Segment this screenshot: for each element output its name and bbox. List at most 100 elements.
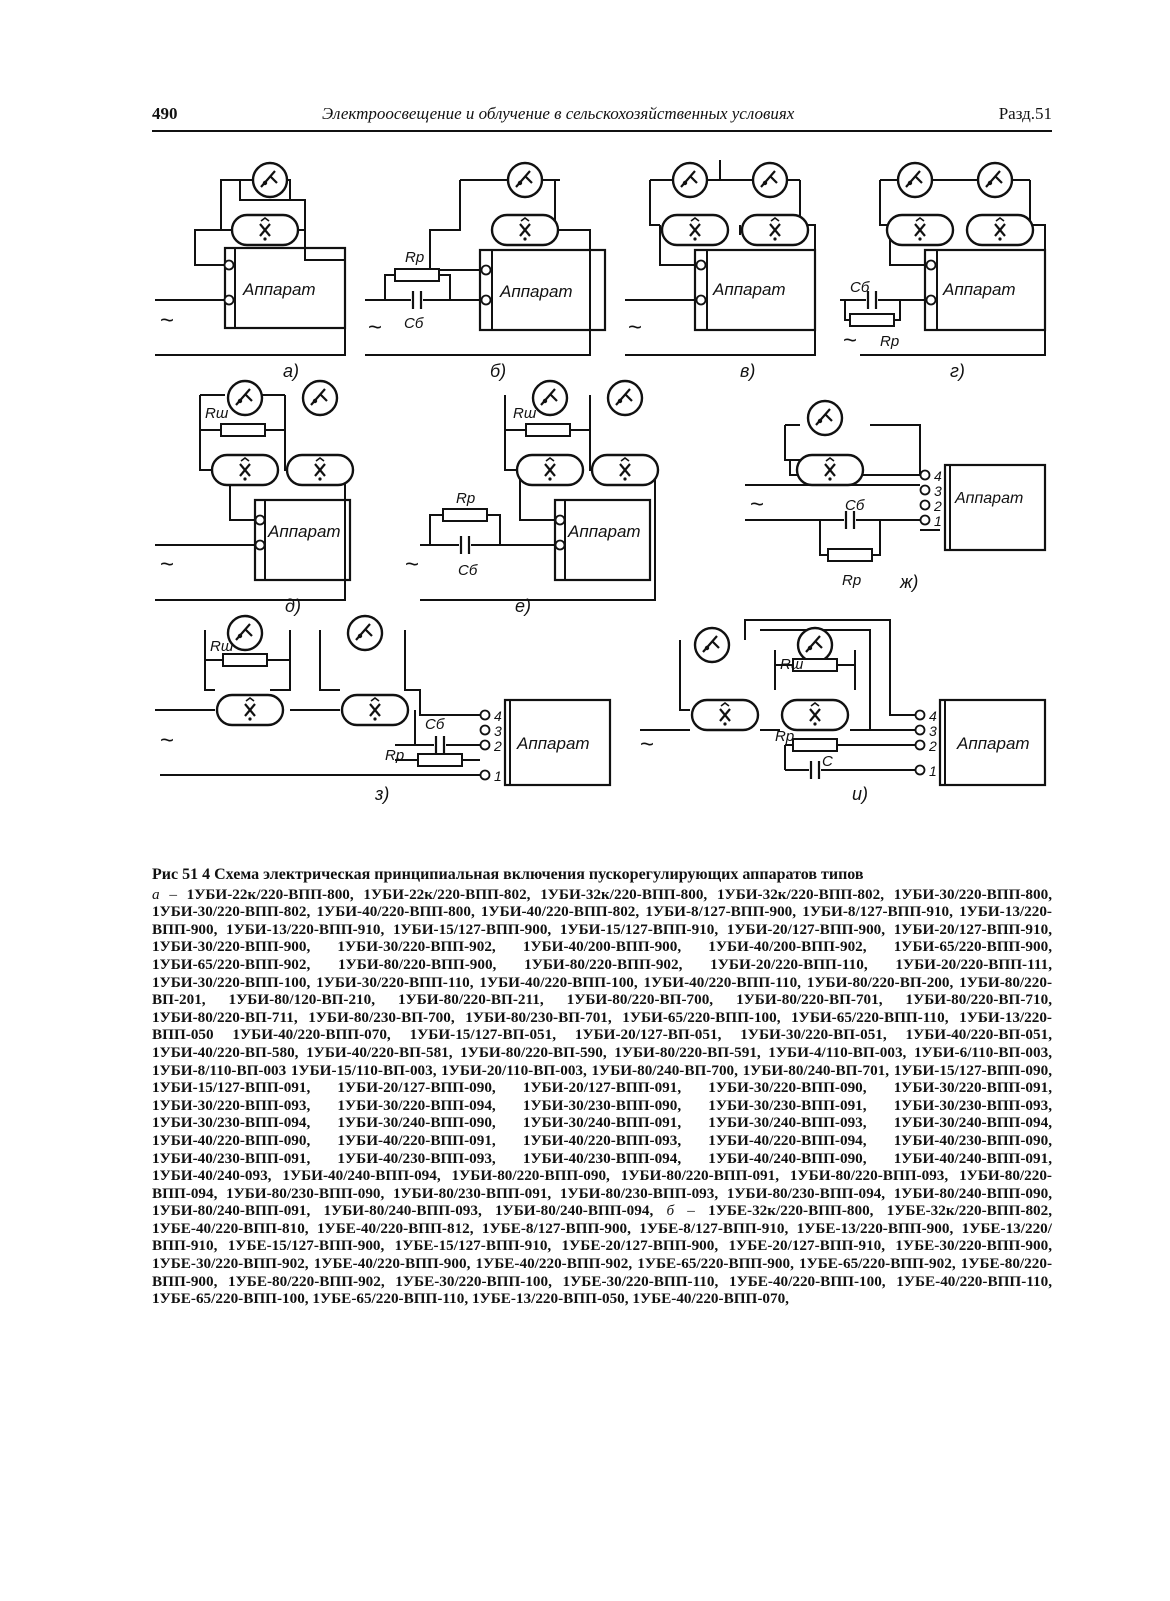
terminal	[914, 709, 926, 721]
apparatus-label: Аппарат	[942, 280, 1016, 299]
terminal-number: 3	[494, 723, 502, 739]
apparatus-label: Аппарат	[499, 282, 573, 301]
starter-icon	[531, 379, 569, 417]
resistor-icon	[222, 653, 268, 667]
resistor-label: Rш	[513, 405, 537, 422]
terminal	[223, 294, 235, 306]
terminal	[223, 259, 235, 271]
resistor-icon	[792, 738, 838, 752]
lamp-icon	[215, 693, 285, 727]
terminal	[554, 514, 566, 526]
caption-b-text: 1УБЕ-32к/220-ВПП-800, 1УБЕ-32к/220-ВПП-8…	[152, 1202, 1053, 1308]
terminal	[919, 469, 931, 481]
terminal	[919, 499, 931, 511]
terminal	[695, 259, 707, 271]
starter-icon	[301, 379, 339, 417]
terminal-number: 2	[928, 738, 937, 754]
terminal	[695, 294, 707, 306]
ac-source-icon: ~	[640, 731, 654, 758]
caption-a-text: 1УБИ-22к/220-ВПП-800, 1УБИ-22к/220-ВПП-8…	[152, 885, 1053, 1220]
running-header: 490 Электроосвещение и облучение в сельс…	[152, 104, 1052, 132]
terminal	[919, 514, 931, 526]
panel-g	[840, 179, 1047, 356]
terminal	[914, 724, 926, 736]
resistor-label: Rр	[880, 333, 899, 350]
panel-a	[155, 179, 347, 356]
resistor-label: Rш	[210, 638, 234, 655]
starter-icon	[251, 161, 289, 199]
apparatus-label: Аппарат	[567, 522, 641, 541]
terminal-number: 1	[934, 513, 942, 529]
page-number: 490	[152, 104, 178, 123]
ac-source-icon: ~	[160, 727, 174, 754]
capacitor-label: Cб	[404, 315, 424, 332]
resistor-icon	[394, 268, 440, 282]
terminal	[480, 264, 492, 276]
ac-source-icon: ~	[843, 327, 857, 354]
panel-label: д)	[285, 596, 301, 616]
ac-source-icon: ~	[160, 307, 174, 334]
apparatus-label: Аппарат	[712, 280, 786, 299]
caption-b-label: б –	[666, 1202, 695, 1220]
resistor-icon	[827, 548, 873, 562]
starter-icon	[976, 161, 1014, 199]
starter-icon	[226, 379, 264, 417]
panel-v	[625, 160, 817, 356]
terminal-number: 1	[494, 768, 502, 784]
starter-icon	[606, 379, 644, 417]
terminal-number: 2	[493, 738, 502, 754]
ac-source-icon: ~	[368, 314, 382, 341]
running-title: Электроосвещение и облучение в сельскохо…	[322, 104, 795, 123]
terminal-number: 2	[933, 498, 942, 514]
terminal-number: 4	[934, 468, 942, 484]
capacitor-label: Cб	[458, 562, 478, 579]
apparatus-label: Аппарат	[954, 490, 1023, 507]
resistor-label: Rр	[842, 572, 861, 589]
lamp-icon	[515, 453, 585, 487]
terminal-number: 4	[494, 708, 502, 724]
lamp-icon	[780, 698, 850, 732]
terminal	[254, 539, 266, 551]
starter-icon	[671, 161, 709, 199]
lamp-icon	[965, 213, 1035, 247]
terminal	[554, 539, 566, 551]
resistor-label: Rр	[775, 728, 794, 745]
resistor-label: Rш	[205, 405, 229, 422]
apparatus-label: Аппарат	[516, 734, 590, 753]
terminal	[925, 259, 937, 271]
resistor-icon	[849, 313, 895, 327]
caption-heading: Рис 51 4 Схема электрическая принципиаль…	[152, 866, 864, 883]
capacitor-label: Cб	[850, 279, 870, 296]
lamp-icon	[230, 213, 300, 247]
terminal	[479, 724, 491, 736]
capacitor-label: Cб	[425, 716, 445, 733]
terminal-number: 3	[934, 483, 942, 499]
capacitor-icon	[457, 534, 473, 556]
terminal	[254, 514, 266, 526]
apparatus-label: Аппарат	[956, 734, 1030, 753]
resistor-icon	[525, 423, 571, 437]
capacitor-icon	[409, 289, 425, 311]
panel-label: ж)	[899, 572, 918, 592]
panel-label: и)	[852, 784, 868, 804]
starter-icon	[896, 161, 934, 199]
panel-label: г)	[950, 361, 965, 381]
lamp-icon	[795, 453, 865, 487]
capacitor-label: C	[822, 753, 833, 770]
figure-caption: Рис 51 4 Схема электрическая принципиаль…	[152, 866, 1052, 1308]
lamp-icon	[490, 213, 560, 247]
starter-icon	[346, 614, 384, 652]
caption-a-label: а –	[152, 885, 177, 903]
lamp-icon	[210, 453, 280, 487]
panel-label: е)	[515, 596, 531, 616]
terminal-number: 3	[929, 723, 937, 739]
ac-source-icon: ~	[628, 314, 642, 341]
resistor-label: Rр	[385, 747, 404, 764]
resistor-label: Rр	[456, 490, 475, 507]
lamp-icon	[285, 453, 355, 487]
panel-label: б)	[490, 361, 506, 381]
terminal	[914, 764, 926, 776]
starter-icon	[506, 161, 544, 199]
terminal	[919, 484, 931, 496]
ac-source-icon: ~	[405, 551, 419, 578]
